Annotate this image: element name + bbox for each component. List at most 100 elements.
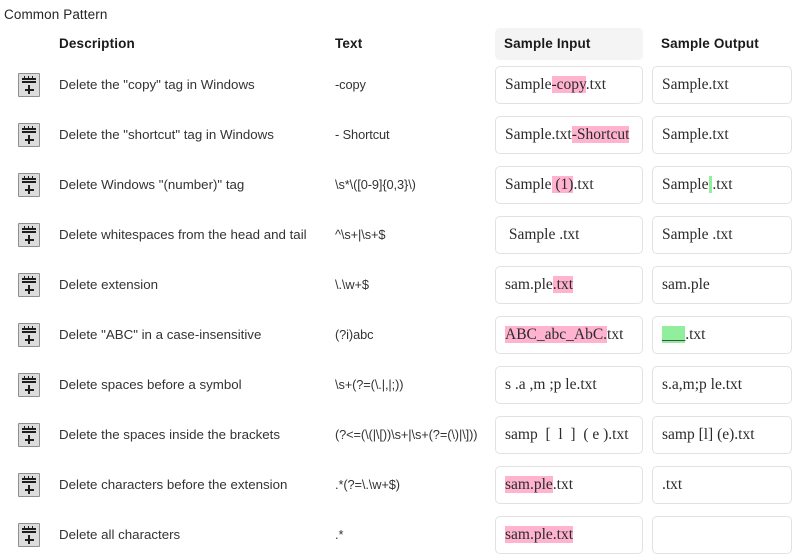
table-row: Delete whitespaces from the head and tai… bbox=[0, 210, 801, 260]
row-description: Delete the spaces inside the brackets bbox=[59, 427, 281, 442]
column-header-sample-input[interactable]: Sample Input bbox=[495, 28, 643, 60]
row-sample-output-cell: Sample.txt bbox=[652, 60, 801, 104]
row-sample-input-cell: samp [ l ] ( e ).txt bbox=[495, 410, 652, 454]
plain-text: txt bbox=[607, 326, 624, 343]
row-sample-input-cell: Sample.txt-Shortcut bbox=[495, 110, 652, 154]
sample-input-box[interactable]: sam.ple.txt bbox=[495, 516, 643, 554]
row-icon-cell bbox=[0, 360, 54, 397]
row-icon-cell bbox=[0, 460, 54, 497]
plain-text: Sample.txt bbox=[505, 126, 572, 143]
plain-text: .txt bbox=[662, 476, 683, 493]
deleted-text-highlight: sam.ple bbox=[505, 476, 553, 493]
row-sample-output-cell: ___.txt bbox=[652, 310, 801, 354]
deleted-text-highlight: sam.ple.txt bbox=[505, 526, 574, 543]
row-sample-output-cell: samp [l] (e).txt bbox=[652, 410, 801, 454]
column-header-sample-output[interactable]: Sample Output bbox=[661, 36, 759, 51]
plain-text: Sample bbox=[505, 76, 552, 93]
table-add-icon[interactable] bbox=[18, 373, 40, 397]
row-sample-input-cell: Sample (1).txt bbox=[495, 160, 652, 204]
sample-input-box[interactable]: s .a ,m ;p le.txt bbox=[495, 366, 643, 404]
column-header-text[interactable]: Text bbox=[335, 36, 363, 51]
table-add-icon[interactable] bbox=[18, 423, 40, 447]
deleted-text-highlight: .txt bbox=[552, 276, 574, 293]
column-header-sample-input-wrap: Sample Input bbox=[495, 28, 652, 60]
sample-input-box[interactable]: sam.ple.txt bbox=[495, 466, 643, 504]
sample-output-box[interactable]: ___.txt bbox=[652, 316, 792, 354]
table-add-icon[interactable] bbox=[18, 473, 40, 497]
row-pattern-text: - Shortcut bbox=[335, 127, 390, 142]
table-add-icon[interactable] bbox=[18, 123, 40, 147]
sample-output-box[interactable]: Sample .txt bbox=[652, 216, 792, 254]
sample-output-box[interactable]: s.a,m;p le.txt bbox=[652, 366, 792, 404]
plain-text: .txt bbox=[685, 326, 706, 343]
sample-input-box[interactable]: samp [ l ] ( e ).txt bbox=[495, 416, 643, 454]
sample-input-box[interactable]: Sample (1).txt bbox=[495, 166, 643, 204]
sample-output-box[interactable]: sam.ple bbox=[652, 266, 792, 304]
sample-output-box[interactable]: .txt bbox=[652, 466, 792, 504]
row-pattern-text: (?<=(\(|\[))\s+|\s+(?=(\)|\])) bbox=[335, 427, 478, 442]
row-pattern-text: -copy bbox=[335, 77, 366, 92]
plain-text: Sample .txt bbox=[662, 226, 733, 243]
row-icon-cell bbox=[0, 210, 54, 247]
table-add-icon[interactable] bbox=[18, 273, 40, 297]
deleted-text-highlight: ABC_abc_AbC. bbox=[505, 326, 608, 343]
plain-text: samp [ l ] ( e ).txt bbox=[505, 426, 629, 443]
sample-output-box[interactable]: Sample.txt bbox=[652, 116, 792, 154]
plain-text: .txt bbox=[712, 176, 733, 193]
table-add-icon[interactable] bbox=[18, 323, 40, 347]
row-description: Delete Windows "(number)" tag bbox=[59, 177, 245, 192]
row-description: Delete all characters bbox=[59, 527, 181, 542]
deleted-text-highlight: (1) bbox=[551, 176, 574, 193]
plain-text: Sample bbox=[662, 176, 709, 193]
row-description: Delete spaces before a symbol bbox=[59, 377, 242, 392]
row-sample-input-cell: Sample-copy.txt bbox=[495, 60, 652, 104]
sample-input-box[interactable]: Sample-copy.txt bbox=[495, 66, 643, 104]
page-title: Common Pattern bbox=[4, 7, 108, 22]
table-add-icon[interactable] bbox=[18, 73, 40, 97]
row-sample-output-cell bbox=[652, 510, 801, 554]
row-sample-input-cell: Sample .txt bbox=[495, 210, 652, 254]
common-pattern-table: Description Text Sample Input Sample Out… bbox=[0, 28, 801, 560]
sample-input-box[interactable]: ABC_abc_AbC.txt bbox=[495, 316, 643, 354]
row-pattern-text: ^\s+|\s+$ bbox=[335, 227, 386, 242]
sample-output-box[interactable]: Sample.txt bbox=[652, 66, 792, 104]
sample-input-box[interactable]: Sample.txt-Shortcut bbox=[495, 116, 643, 154]
plain-text: Sample bbox=[505, 176, 552, 193]
row-sample-input-cell: sam.ple.txt bbox=[495, 260, 652, 304]
row-description: Delete the "copy" tag in Windows bbox=[59, 77, 255, 92]
sample-input-box[interactable]: Sample .txt bbox=[495, 216, 643, 254]
table-row: Delete spaces before a symbol \s+(?=(\.|,… bbox=[0, 360, 801, 410]
deleted-text-highlight: - bbox=[571, 126, 577, 143]
sample-output-box[interactable]: samp [l] (e).txt bbox=[652, 416, 792, 454]
row-sample-input-cell: sam.ple.txt bbox=[495, 460, 652, 504]
plain-text: .txt bbox=[585, 76, 607, 93]
row-description: Delete whitespaces from the head and tai… bbox=[59, 227, 307, 242]
header-icon-spacer bbox=[0, 28, 54, 60]
table-add-icon[interactable] bbox=[18, 223, 40, 247]
row-icon-cell bbox=[0, 310, 54, 347]
plain-text: s .a ,m ;p le.txt bbox=[505, 376, 597, 393]
row-sample-output-cell: Sample .txt bbox=[652, 210, 801, 254]
inserted-text-highlight: ___ bbox=[662, 326, 686, 343]
column-header-description[interactable]: Description bbox=[59, 36, 135, 51]
row-pattern-text: .*(?=\.\w+$) bbox=[335, 477, 400, 492]
table-row: Delete characters before the extension .*… bbox=[0, 460, 801, 510]
sample-input-box[interactable]: sam.ple.txt bbox=[495, 266, 643, 304]
row-description: Delete "ABC" in a case-insensitive bbox=[59, 327, 262, 342]
deleted-text-highlight: copy bbox=[556, 76, 586, 93]
table-add-icon[interactable] bbox=[18, 523, 40, 547]
row-sample-input-cell: s .a ,m ;p le.txt bbox=[495, 360, 652, 404]
row-icon-cell bbox=[0, 410, 54, 447]
table-add-icon[interactable] bbox=[18, 173, 40, 197]
row-pattern-text: \s+(?=(\.|,|;)) bbox=[335, 377, 404, 392]
sample-output-box[interactable] bbox=[652, 516, 792, 554]
sample-output-box[interactable]: Sample .txt bbox=[652, 166, 792, 204]
row-icon-cell bbox=[0, 110, 54, 147]
plain-text: Sample.txt bbox=[662, 126, 729, 143]
inserted-text-highlight bbox=[708, 176, 713, 193]
plain-text: samp [l] (e).txt bbox=[662, 426, 755, 443]
table-header-row: Description Text Sample Input Sample Out… bbox=[0, 28, 801, 60]
row-description: Delete characters before the extension bbox=[59, 477, 288, 492]
row-pattern-text: \s*\([0-9]{0,3}\) bbox=[335, 177, 416, 192]
